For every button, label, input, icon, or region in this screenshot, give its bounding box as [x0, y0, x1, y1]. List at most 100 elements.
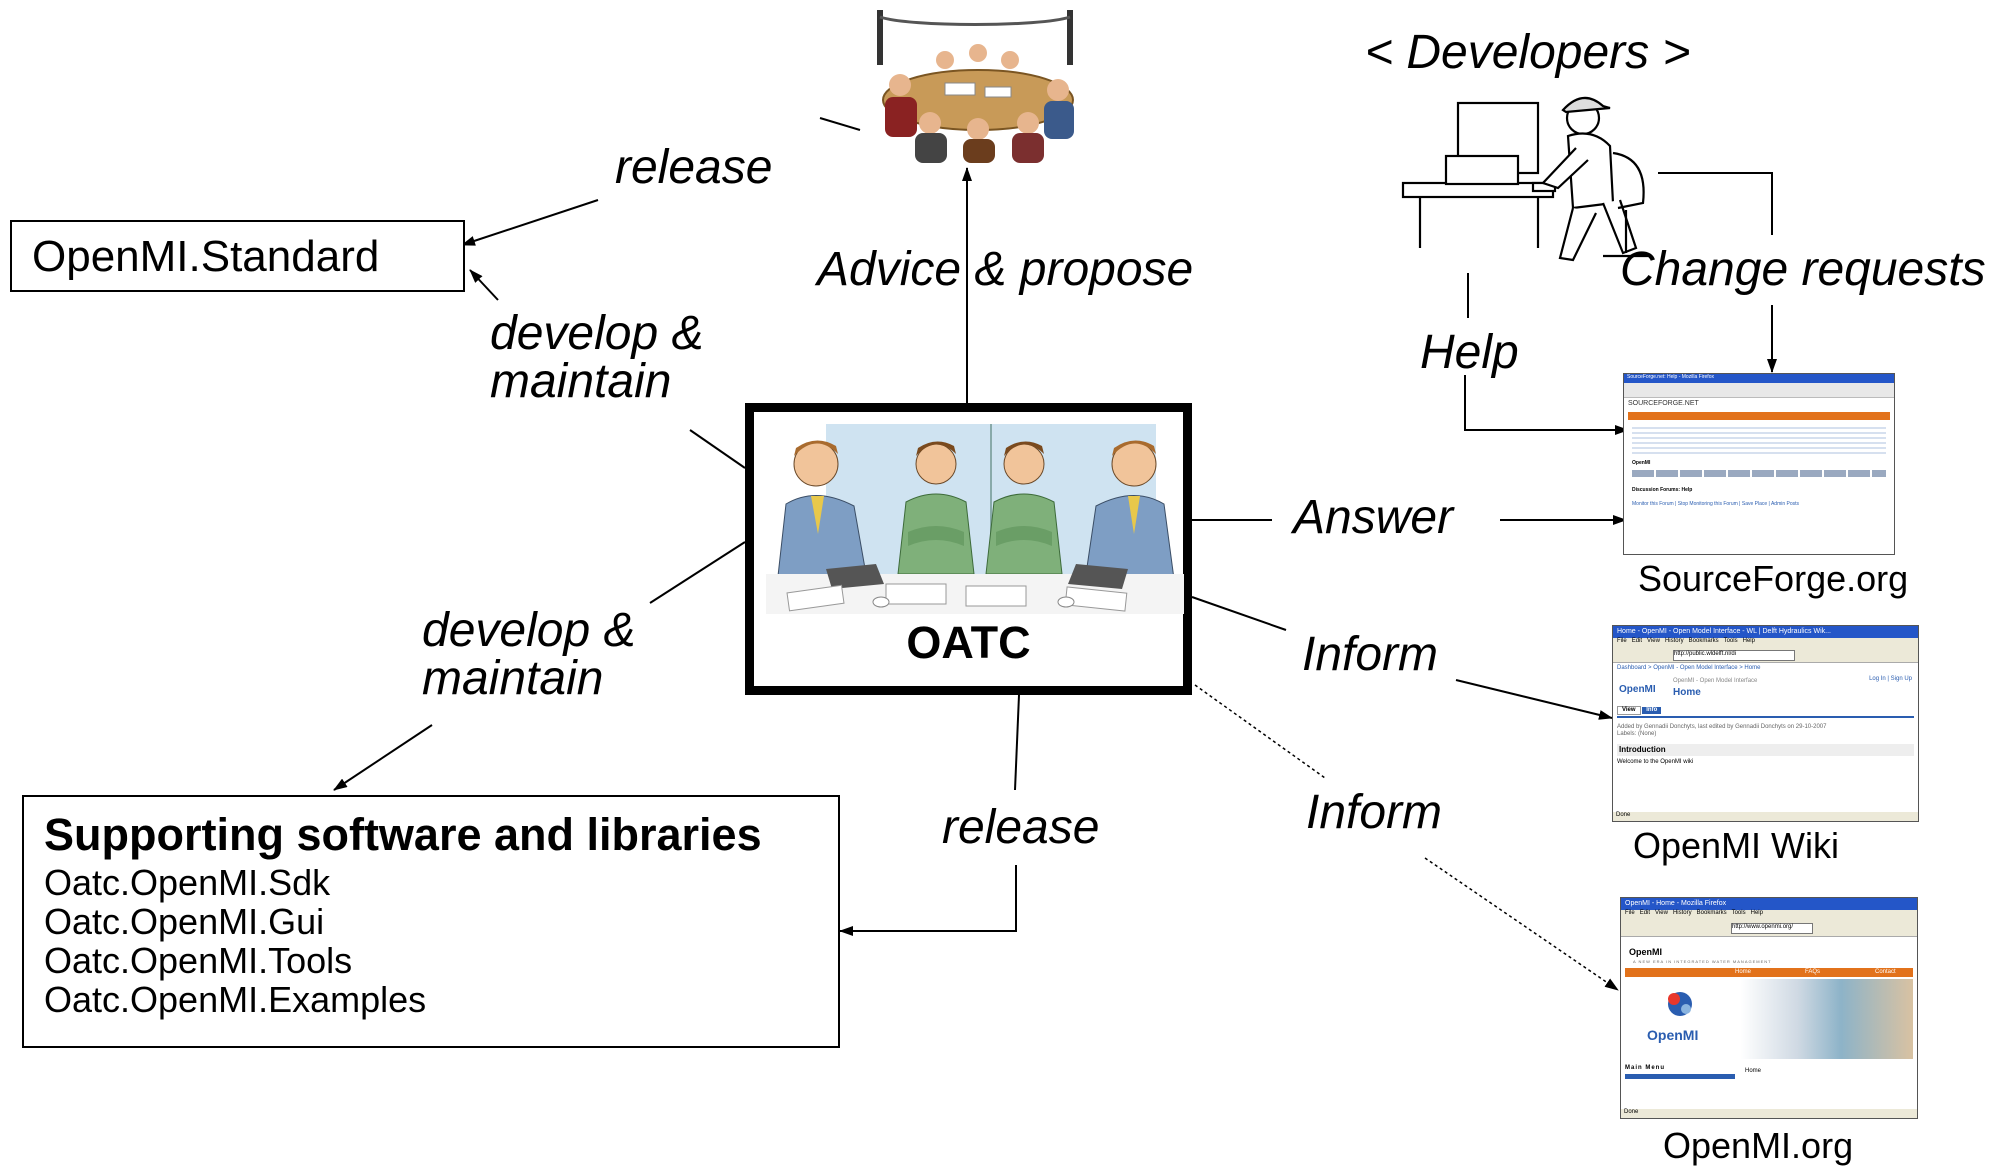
wiki-menu-tools[interactable]: Tools [1723, 638, 1738, 644]
wiki-breadcrumb: Dashboard > OpenMI - Open Model Interfac… [1613, 663, 1918, 674]
inform-2-dotted-arrow [1424, 857, 1619, 991]
wiki-section-title: Introduction [1617, 744, 1914, 756]
library-item: Oatc.OpenMI.Examples [44, 979, 427, 1020]
openmi-org-screenshot: OpenMI - Home - Mozilla Firefox File Edi… [1620, 897, 1918, 1119]
oatc-box: OATC [745, 403, 1192, 695]
openmi-org-caption: OpenMI.org [1663, 1125, 1854, 1166]
wiki-tab-info[interactable]: Info [1642, 707, 1662, 714]
develop-maintain-bottom-label: develop & maintain [422, 604, 636, 705]
openmi-menu-history[interactable]: History [1672, 910, 1692, 916]
develop-top-arrow [469, 269, 499, 301]
wiki-status: Done [1613, 812, 1918, 821]
openmi-menu-tools[interactable]: Tools [1731, 910, 1746, 916]
openmi-org-logo: OpenMI [1647, 1027, 1699, 1043]
help-label: Help [1420, 326, 1519, 379]
wiki-url-field[interactable]: http://public.wldelft.nl/di [1673, 650, 1795, 661]
change-requests-line [1658, 172, 1773, 235]
release-bottom-label: release [942, 801, 1100, 854]
sourceforge-tabs [1632, 470, 1886, 477]
openmi-org-main-menu-col: Main Menu [1625, 1065, 1735, 1079]
release-bottom-arrow [839, 865, 1017, 936]
library-item: Oatc.OpenMI.Gui [44, 901, 325, 942]
openmi-org-menubar: File Edit View History Bookmarks Tools H… [1621, 910, 1917, 920]
wiki-menu-bookmarks[interactable]: Bookmarks [1688, 638, 1719, 644]
openmi-standard-box: OpenMI.Standard [10, 220, 465, 292]
advice-propose-label: Advice & propose [817, 243, 1194, 296]
wiki-tab-view[interactable]: View [1617, 706, 1641, 715]
wiki-space-name: OpenMI - Open Model Interface [1673, 678, 1758, 684]
sourceforge-toolbar [1624, 383, 1894, 398]
release-top-label: release [615, 141, 773, 194]
change-requests-label: Change requests [1620, 243, 1986, 296]
sourceforge-forum-links: Monitor this Forum | Stop Monitoring thi… [1632, 501, 1800, 507]
developer-illustration [1401, 96, 1648, 262]
release-top-arrow [461, 199, 599, 246]
wiki-welcome-text: Welcome to the OpenMI wiki [1617, 759, 1694, 765]
openmi-menu-bookmarks[interactable]: Bookmarks [1696, 910, 1727, 916]
inform-label-2: Inform [1306, 786, 1443, 839]
wiki-titlebar: Home - OpenMI - Open Model Interface - W… [1613, 626, 1918, 638]
openmi-org-nav-contact[interactable]: Contact [1875, 969, 1896, 975]
oatc-title: OATC [906, 617, 1031, 668]
wiki-page-title: Home [1673, 687, 1701, 698]
develop-maintain-top-label: develop & maintain [490, 307, 704, 408]
openmi-org-site-name: OpenMI [1629, 947, 1662, 957]
wiki-menu-edit[interactable]: Edit [1631, 638, 1643, 644]
sourceforge-project: OpenMI [1632, 460, 1651, 466]
wiki-added-by: Added by Gennadii Donchyts, last edited … [1617, 724, 1827, 730]
developers-label: < Developers > [1365, 26, 1691, 79]
openmi-org-main-menu-bar [1625, 1074, 1735, 1079]
sourceforge-caption: SourceForge.org [1638, 558, 1909, 599]
wiki-screenshot: Home - OpenMI - Open Model Interface - W… [1612, 625, 1919, 822]
wiki-logo: OpenMI [1619, 684, 1656, 695]
meeting-illustration [877, 10, 1074, 163]
develop-bottom-arrow [333, 724, 433, 791]
sourceforge-screenshot: SourceForge.net: Help - Mozilla Firefox … [1623, 373, 1895, 555]
answer-label: Answer [1293, 491, 1454, 544]
sourceforge-logo: SOURCEFORGE.NET [1628, 400, 1699, 407]
openmi-org-toolbar: http://www.openmi.org/ [1621, 920, 1917, 937]
sourceforge-forum-title: Discussion Forums: Help [1632, 487, 1693, 493]
openmi-org-logo-icon [1668, 992, 1692, 1016]
wiki-menu-help[interactable]: Help [1742, 638, 1755, 644]
wiki-tabs: View Info [1617, 706, 1914, 718]
openmi-menu-help[interactable]: Help [1750, 910, 1763, 916]
wiki-login-link[interactable]: Log In | Sign Up [1869, 676, 1912, 682]
sourceforge-navbar [1628, 412, 1890, 420]
inform-1-line [1191, 596, 1287, 631]
supporting-software-box: Supporting software and libraries Oatc.O… [22, 795, 840, 1048]
wiki-header: OpenMI OpenMI - Open Model Interface Hom… [1613, 674, 1918, 704]
sourceforge-content-block [1632, 424, 1886, 454]
openmi-org-home-link[interactable]: Home [1745, 1068, 1762, 1074]
develop-bottom-line [649, 541, 746, 604]
wiki-menu-view[interactable]: View [1647, 638, 1660, 644]
openmi-org-nav-faqs[interactable]: FAQs [1805, 969, 1821, 975]
supporting-software-title: Supporting software and libraries [44, 809, 762, 860]
wiki-caption: OpenMI Wiki [1633, 825, 1840, 866]
openmi-org-banner: OpenMI [1625, 979, 1913, 1059]
library-item: Oatc.OpenMI.Tools [44, 940, 353, 981]
openmi-org-tagline: A NEW ERA IN INTEGRATED WATER MANAGEMENT [1633, 959, 1772, 964]
openmi-org-main-menu-title: Main Menu [1625, 1065, 1665, 1071]
openmi-menu-file[interactable]: File [1625, 910, 1635, 916]
develop-top-line [689, 429, 746, 469]
inform-1-arrow [1455, 679, 1613, 720]
wiki-menu-history[interactable]: History [1664, 638, 1684, 644]
inform-label-1: Inform [1302, 628, 1439, 681]
openmi-org-url-field[interactable]: http://www.openmi.org/ [1731, 923, 1813, 934]
wiki-toolbar: http://public.wldelft.nl/di [1613, 648, 1918, 663]
openmi-menu-edit[interactable]: Edit [1639, 910, 1651, 916]
release-top-line [819, 117, 861, 131]
openmi-menu-view[interactable]: View [1655, 910, 1668, 916]
openmi-org-titlebar: OpenMI - Home - Mozilla Firefox [1621, 898, 1917, 910]
openmi-org-status: Done [1621, 1109, 1917, 1118]
help-arrow [1464, 375, 1629, 435]
wiki-menubar: File Edit View History Bookmarks Tools H… [1613, 638, 1918, 648]
inform-2-dotted-line [1194, 684, 1326, 779]
openmi-org-nav-home[interactable]: Home [1735, 969, 1752, 975]
release-bottom-line [1014, 694, 1020, 791]
openmi-org-main-menu: Main Menu Home [1625, 1065, 1913, 1079]
wiki-menu-file[interactable]: File [1617, 638, 1627, 644]
wiki-labels: Labels: (None) [1617, 731, 1657, 737]
